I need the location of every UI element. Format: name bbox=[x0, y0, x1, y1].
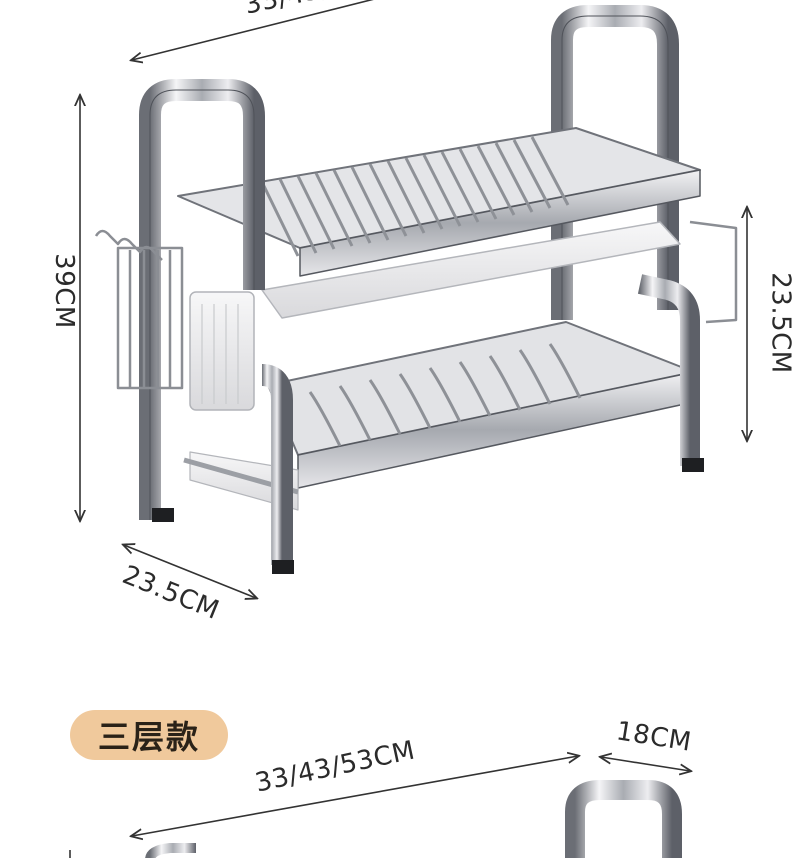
width-dimension-line bbox=[132, 0, 374, 60]
rack-lower-peek bbox=[69, 780, 682, 861]
dimension-lines-lower bbox=[132, 756, 690, 836]
height-label: 39CM bbox=[48, 253, 79, 329]
variant-badge: 三层款 bbox=[70, 710, 228, 760]
dimension-lines bbox=[80, 0, 747, 598]
tier-height-label: 23.5CM bbox=[765, 272, 796, 374]
rack-upper bbox=[94, 5, 738, 574]
depth-dimension-line bbox=[124, 545, 256, 598]
